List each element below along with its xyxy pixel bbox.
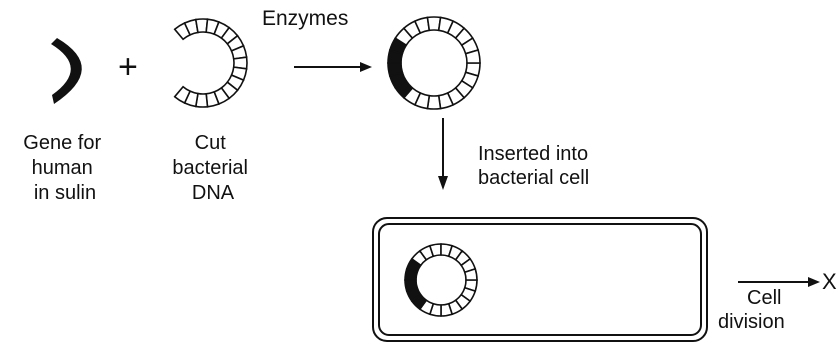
- bacterial-cell-inner: [379, 224, 701, 335]
- gene-line-2: human: [32, 157, 93, 179]
- cell-division-line-1: Cell: [747, 287, 781, 309]
- cut-dna-line-3: DNA: [192, 182, 235, 204]
- inserted-line-1: Inserted into: [478, 143, 588, 165]
- enzymes-arrowhead: [360, 62, 372, 72]
- inserted-line-2: bacterial cell: [478, 167, 589, 189]
- recombinant-plasmid-ring: [388, 17, 480, 109]
- gene-label: Gene for human in sulin: [23, 132, 106, 204]
- gene-line-1: Gene for: [23, 132, 101, 154]
- inserted-label: Inserted into bacterial cell: [478, 143, 594, 189]
- cut-bacterial-dna-ring: [175, 19, 247, 107]
- cut-dna-label: Cut bacterial DNA: [172, 132, 253, 204]
- bacterial-cell-outer: [373, 218, 707, 341]
- x-label: X: [822, 269, 837, 294]
- cut-dna-line-2: bacterial: [172, 157, 248, 179]
- enzymes-label: Enzymes: [262, 7, 348, 30]
- division-arrowhead: [808, 277, 820, 287]
- plus-sign: +: [118, 48, 138, 86]
- cell-plasmid-ring: [405, 244, 477, 316]
- cell-division-line-2: division: [718, 311, 785, 333]
- insulin-gene-fragment: [51, 38, 82, 104]
- insert-arrowhead: [438, 176, 448, 190]
- cell-division-label: Cell division: [718, 287, 787, 333]
- gene-line-3: in sulin: [34, 182, 96, 204]
- cut-dna-line-1: Cut: [195, 132, 227, 154]
